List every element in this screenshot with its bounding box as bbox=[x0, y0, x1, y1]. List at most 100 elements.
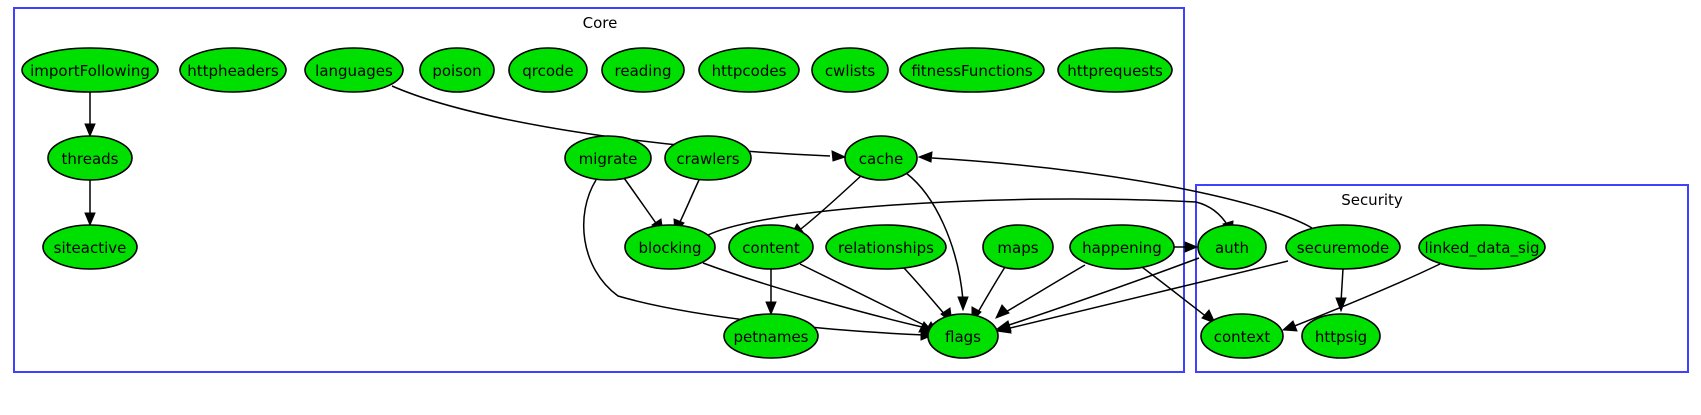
edge-line bbox=[677, 179, 700, 227]
node-shape[interactable] bbox=[728, 224, 814, 270]
node-shape[interactable] bbox=[811, 47, 889, 93]
edge-importFollowing-to-threads bbox=[84, 92, 96, 138]
node-content[interactable]: content bbox=[728, 224, 814, 270]
edge-line bbox=[705, 198, 1229, 237]
node-siteactive[interactable]: siteactive bbox=[42, 224, 138, 270]
node-httpheaders[interactable]: httpheaders bbox=[179, 47, 287, 93]
edge-arrowhead-icon bbox=[917, 151, 933, 163]
edge-line bbox=[1003, 264, 1086, 314]
edge-line bbox=[799, 263, 929, 328]
node-shape[interactable] bbox=[899, 47, 1045, 93]
node-crawlers[interactable]: crawlers bbox=[664, 135, 752, 181]
node-migrate[interactable]: migrate bbox=[564, 135, 652, 181]
node-blocking[interactable]: blocking bbox=[624, 224, 716, 270]
node-auth[interactable]: auth bbox=[1197, 224, 1267, 270]
node-label: migrate bbox=[579, 150, 638, 168]
cluster-security: Security bbox=[1195, 184, 1689, 373]
edge-cache-to-flags bbox=[905, 172, 969, 312]
edge-line bbox=[1141, 266, 1209, 319]
node-shape[interactable] bbox=[508, 47, 588, 93]
node-shape[interactable] bbox=[564, 135, 652, 181]
node-shape[interactable] bbox=[1057, 47, 1173, 93]
node-shape[interactable] bbox=[844, 135, 918, 181]
edge-securemode-to-httpsig bbox=[1335, 268, 1347, 313]
edge-linked_data_sig-to-context bbox=[1281, 263, 1441, 332]
node-shape[interactable] bbox=[664, 135, 752, 181]
node-maps[interactable]: maps bbox=[982, 224, 1054, 270]
edge-content-to-flags bbox=[799, 263, 938, 333]
edge-line bbox=[583, 179, 926, 336]
node-shape[interactable] bbox=[42, 224, 138, 270]
edge-arrowhead-icon bbox=[920, 329, 935, 341]
node-label: fitnessFunctions bbox=[911, 62, 1032, 80]
node-threads[interactable]: threads bbox=[47, 135, 133, 181]
node-label: threads bbox=[62, 150, 119, 168]
node-shape[interactable] bbox=[698, 47, 800, 93]
cluster-border-core bbox=[13, 7, 1185, 373]
edge-line bbox=[702, 262, 923, 328]
node-petnames[interactable]: petnames bbox=[723, 313, 819, 359]
node-shape[interactable] bbox=[304, 47, 404, 93]
node-shape[interactable] bbox=[1285, 224, 1401, 270]
edge-arrowhead-icon bbox=[1281, 320, 1298, 332]
node-shape[interactable] bbox=[1069, 224, 1175, 270]
node-fitnessFunctions[interactable]: fitnessFunctions bbox=[899, 47, 1045, 93]
edge-relationships-to-flags bbox=[903, 267, 953, 325]
edge-securemode-to-cache bbox=[917, 151, 1313, 229]
node-shape[interactable] bbox=[1301, 313, 1381, 359]
node-shape[interactable] bbox=[1418, 224, 1546, 270]
node-importFollowing[interactable]: importFollowing bbox=[21, 47, 159, 93]
node-flags[interactable]: flags bbox=[927, 313, 999, 359]
cluster-border-security bbox=[1195, 184, 1689, 373]
edge-line bbox=[391, 85, 831, 157]
node-label: context bbox=[1214, 328, 1271, 346]
node-context[interactable]: context bbox=[1200, 313, 1284, 359]
edge-languages-to-cache bbox=[391, 85, 847, 162]
edges-layer bbox=[84, 85, 1441, 341]
node-label: qrcode bbox=[522, 62, 574, 80]
node-languages[interactable]: languages bbox=[304, 47, 404, 93]
node-shape[interactable] bbox=[179, 47, 287, 93]
edge-threads-to-siteactive bbox=[84, 180, 96, 227]
node-shape[interactable] bbox=[982, 224, 1054, 270]
node-shape[interactable] bbox=[927, 313, 999, 359]
node-label: reading bbox=[615, 62, 672, 80]
edge-line bbox=[931, 157, 1313, 229]
node-happening[interactable]: happening bbox=[1069, 224, 1175, 270]
node-qrcode[interactable]: qrcode bbox=[508, 47, 588, 93]
node-label: happening bbox=[1082, 239, 1162, 257]
edge-arrowhead-icon bbox=[995, 304, 1010, 319]
node-shape[interactable] bbox=[624, 224, 716, 270]
node-linked_data_sig[interactable]: linked_data_sig bbox=[1418, 224, 1546, 270]
node-shape[interactable] bbox=[419, 47, 495, 93]
node-httprequests[interactable]: httprequests bbox=[1057, 47, 1173, 93]
node-label: linked_data_sig bbox=[1424, 239, 1539, 258]
node-cwlists[interactable]: cwlists bbox=[811, 47, 889, 93]
node-shape[interactable] bbox=[21, 47, 159, 93]
edge-happening-to-context bbox=[1141, 266, 1216, 324]
cluster-label-core: Core bbox=[583, 14, 618, 32]
node-shape[interactable] bbox=[1200, 313, 1284, 359]
cluster-label-security: Security bbox=[1341, 191, 1403, 209]
node-httpsig[interactable]: httpsig bbox=[1301, 313, 1381, 359]
node-shape[interactable] bbox=[601, 47, 685, 93]
node-shape[interactable] bbox=[723, 313, 819, 359]
edge-line bbox=[1340, 268, 1344, 303]
node-httpcodes[interactable]: httpcodes bbox=[698, 47, 800, 93]
edge-line bbox=[1005, 260, 1289, 330]
edge-arrowhead-icon bbox=[1184, 241, 1199, 253]
node-label: flags bbox=[945, 328, 981, 346]
edge-line bbox=[1291, 263, 1441, 328]
node-label: petnames bbox=[734, 328, 809, 346]
node-label: crawlers bbox=[676, 150, 739, 168]
edge-arrowhead-icon bbox=[995, 322, 1012, 334]
node-shape[interactable] bbox=[1197, 224, 1267, 270]
node-cache[interactable]: cache bbox=[844, 135, 918, 181]
node-shape[interactable] bbox=[47, 135, 133, 181]
node-shape[interactable] bbox=[825, 224, 947, 270]
node-relationships[interactable]: relationships bbox=[825, 224, 947, 270]
node-poison[interactable]: poison bbox=[419, 47, 495, 93]
node-securemode[interactable]: securemode bbox=[1285, 224, 1401, 270]
node-reading[interactable]: reading bbox=[601, 47, 685, 93]
